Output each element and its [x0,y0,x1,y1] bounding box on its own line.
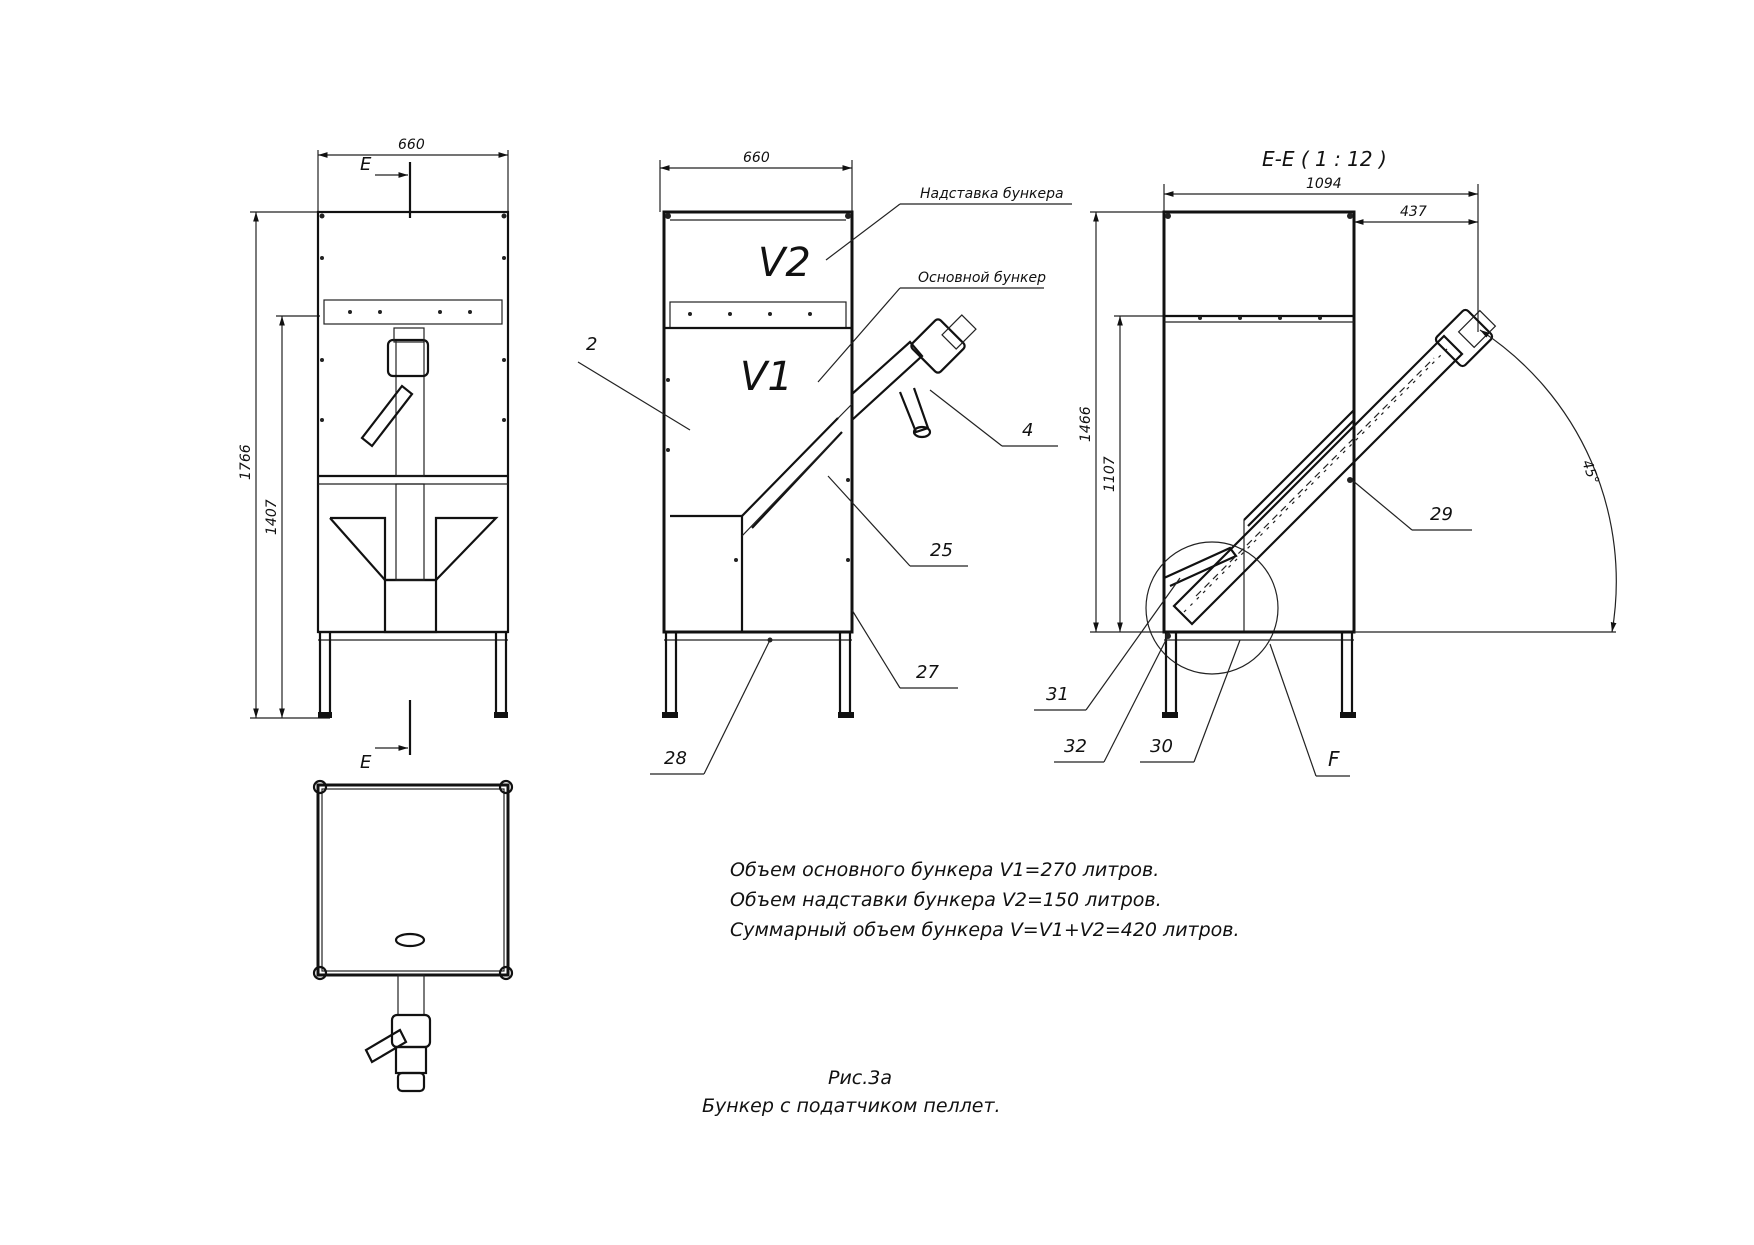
front-view: 660 1766 1407 [238,137,510,773]
front-bolts [319,213,507,422]
side-volume-v2: V2 [758,240,811,286]
callout-28: 28 [664,748,687,769]
side-view: 660 [577,150,1072,775]
front-dim-height-total: 1766 [238,444,254,480]
callout-F: F [1328,747,1340,771]
section-dim-offset: 437 [1400,204,1427,220]
side-volume-v1: V1 [740,354,793,400]
callout-25: 25 [930,540,953,561]
note-line-1: Объем основного бункера V1=270 литров. [730,859,1159,881]
callout-27: 27 [916,662,939,683]
section-angle: 45° [1578,458,1602,487]
callout-32: 32 [1064,736,1087,757]
side-label-main: Основной бункер [918,270,1046,286]
section-title: Е-Е ( 1 : 12 ) [1262,147,1387,171]
section-view: Е-Е ( 1 : 12 ) 1094 437 1466 1107 45° [1034,147,1617,777]
callout-29: 29 [1430,504,1453,525]
top-view [312,779,514,1093]
callout-30: 30 [1150,736,1173,757]
section-dim-width: 1094 [1306,176,1342,192]
front-dim-height-lower: 1407 [264,499,280,535]
callout-2: 2 [586,334,597,355]
section-dim-height-lower: 1107 [1102,456,1118,492]
front-section-letter-top: E [360,154,372,175]
front-section-letter-bottom: E [360,752,372,773]
callout-31: 31 [1046,684,1069,705]
figure-caption: Рис.3а Бункер с податчиком пеллет. [702,1067,1001,1117]
note-line-3: Суммарный объем бункера V=V1+V2=420 литр… [730,919,1240,941]
caption-title: Бункер с податчиком пеллет. [702,1095,1001,1117]
note-line-2: Объем надставки бункера V2=150 литров. [730,889,1162,911]
volume-notes: Объем основного бункера V1=270 литров. О… [730,859,1240,941]
front-dim-width: 660 [398,137,425,153]
section-dim-height-total: 1466 [1078,406,1094,442]
side-dim-width: 660 [743,150,770,166]
callout-4: 4 [1022,420,1033,441]
caption-figure: Рис.3а [828,1067,892,1089]
side-label-extension: Надставка бункера [920,186,1064,202]
